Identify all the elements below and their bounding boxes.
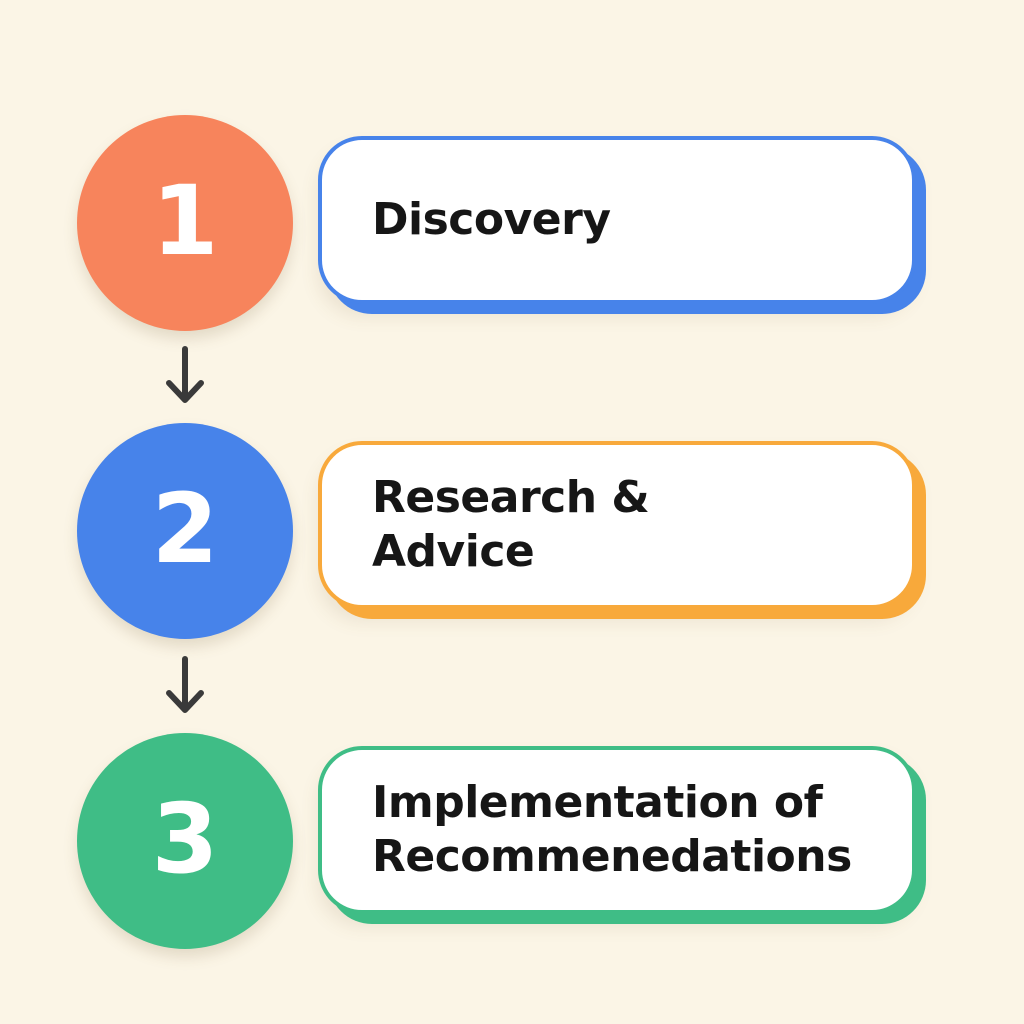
step-1-label: Discovery: [372, 194, 611, 245]
arrow-down-icon: [166, 346, 204, 403]
step-3-number: 3: [151, 783, 219, 895]
step-1-number: 1: [151, 165, 219, 277]
step-2-card: Research & Advice: [318, 441, 916, 609]
step-3-label: Implementation of Recommenedations: [372, 777, 852, 882]
step-3-card: Implementation of Recommenedations: [318, 746, 916, 914]
step-2-circle: 2: [77, 423, 293, 639]
step-2-number: 2: [151, 473, 219, 585]
step-1-circle: 1: [77, 115, 293, 331]
step-1-card: Discovery: [318, 136, 916, 304]
step-2-label: Research & Advice: [372, 472, 650, 577]
step-3-circle: 3: [77, 733, 293, 949]
arrow-down-icon: [166, 656, 204, 713]
